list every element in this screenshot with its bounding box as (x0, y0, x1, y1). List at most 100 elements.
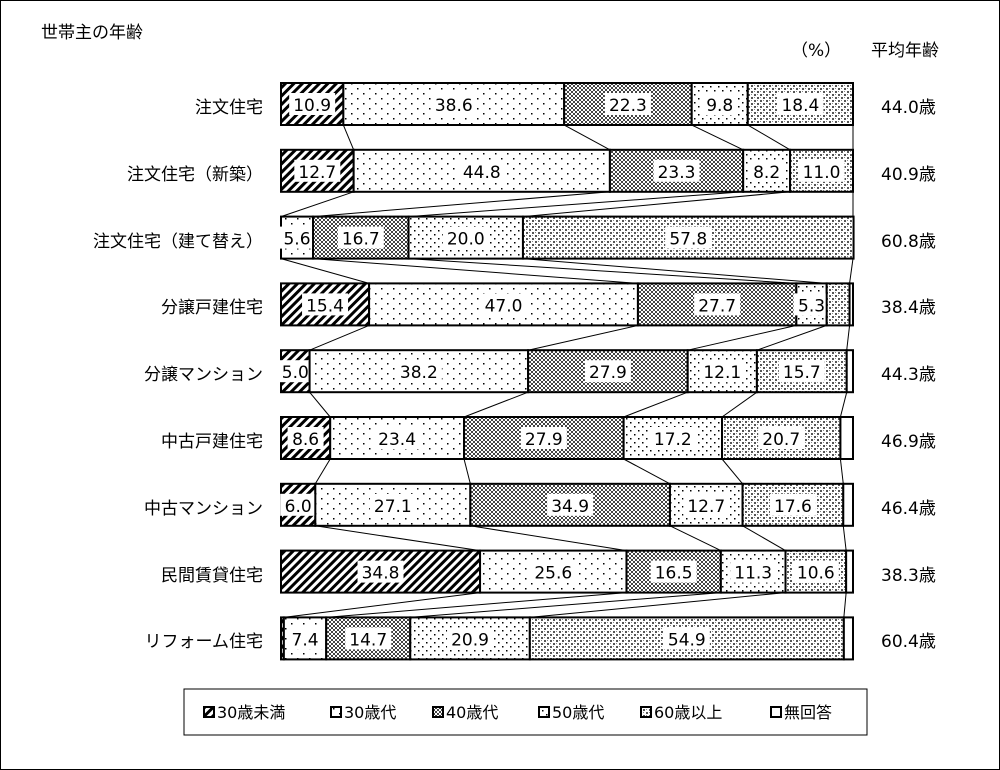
connector-line (527, 324, 639, 351)
data-label-bg (447, 627, 494, 650)
data-label: 16.5 (655, 564, 693, 584)
data-label: 17.2 (654, 430, 692, 450)
bar-segment (352, 148, 611, 193)
data-label: 27.9 (589, 363, 627, 383)
bar-segment (839, 416, 855, 460)
data-label-bg (289, 93, 336, 115)
data-label-bg (653, 159, 700, 182)
data-label: 47.0 (485, 296, 523, 316)
data-label-bg (792, 560, 839, 583)
data-label: 9.8 (706, 96, 733, 116)
data-label-bg (730, 560, 777, 583)
data-label: 5.6 (283, 230, 310, 250)
data-label-bg (458, 159, 505, 182)
connector-line (687, 324, 797, 351)
connector-line (563, 124, 611, 151)
average-age-value: 38.3歳 (881, 565, 936, 586)
data-label: 44.8 (463, 163, 501, 183)
data-label: 54.9 (668, 630, 706, 650)
data-label: 27.1 (374, 497, 412, 517)
legend-swatch (538, 706, 550, 718)
data-label: 23.3 (658, 163, 696, 183)
connector-line (843, 592, 847, 618)
category-label: 分譲戸建住宅 (161, 298, 263, 319)
data-label-bg (374, 427, 421, 449)
connector-line (849, 258, 854, 284)
connector-line (280, 258, 370, 284)
category-label: 注文住宅（新築） (127, 164, 263, 185)
data-label-bg (694, 293, 741, 316)
data-label: 15.4 (306, 296, 344, 316)
connector-line (326, 592, 627, 618)
average-age-value: 44.3歳 (881, 365, 936, 386)
bar-segment (825, 282, 851, 327)
connector-line (283, 592, 481, 618)
data-label-bg (395, 360, 442, 383)
data-label-bg (430, 93, 477, 115)
connector-line (623, 391, 688, 418)
connector-line (846, 325, 851, 351)
data-label: 25.6 (534, 564, 572, 584)
connector-line (280, 191, 354, 218)
data-label-bg (683, 493, 730, 516)
category-label: 民間賃貸住宅 (161, 565, 263, 586)
data-label-bg (777, 93, 824, 115)
connector-line (742, 525, 786, 552)
unit-label: （%） (791, 41, 842, 61)
category-label: 注文住宅（建て替え） (93, 231, 263, 252)
data-label: 38.6 (435, 96, 473, 116)
connector-line (623, 458, 671, 485)
data-label: 22.3 (609, 96, 647, 116)
connector-line (756, 324, 827, 351)
legend-entry: 50歳代 (552, 703, 604, 722)
data-label-bg (337, 226, 384, 249)
data-label: 57.8 (669, 230, 707, 250)
bar-segment (314, 482, 472, 527)
data-label: 20.0 (447, 230, 485, 250)
category-label: リフォーム住宅 (144, 632, 264, 653)
connector-line (314, 458, 331, 485)
average-age-value: 46.4歳 (881, 498, 936, 519)
data-label-bg (520, 427, 567, 449)
legend-entry: 60歳以上 (654, 703, 722, 722)
data-label-bg (442, 226, 489, 249)
data-label: 11.3 (734, 564, 772, 584)
data-label: 15.7 (783, 363, 821, 383)
legend-swatch (330, 706, 342, 718)
data-label-bg (650, 560, 697, 583)
data-label-bg (345, 627, 392, 650)
data-label: 10.6 (797, 564, 835, 584)
data-label-bg (279, 226, 316, 249)
data-label-bg (294, 159, 341, 182)
data-label-bg (758, 427, 805, 449)
connector-line (342, 124, 355, 150)
data-label: 6.0 (285, 497, 312, 517)
data-label-bg (302, 293, 349, 316)
legend-box (183, 688, 868, 736)
connector-line (839, 392, 848, 418)
bar-segment (845, 349, 855, 394)
average-age-value: 44.0歳 (881, 98, 936, 118)
category-label: 分譲マンション (144, 365, 263, 386)
data-label: 12.7 (687, 497, 725, 517)
bar-segment (842, 482, 855, 527)
data-label-bg (798, 159, 845, 182)
average-age-value: 38.4歳 (881, 298, 936, 319)
category-label: 注文住宅 (195, 98, 263, 118)
connector-line (747, 124, 791, 151)
connector-line (309, 391, 331, 418)
connector-line (691, 124, 744, 151)
data-label: 12.1 (703, 363, 741, 383)
average-age-value: 60.8歳 (881, 231, 936, 252)
data-label-bg (547, 493, 594, 516)
bar-segment (848, 282, 854, 327)
data-label-bg (369, 493, 416, 516)
data-label: 8.2 (753, 163, 780, 183)
bar-segment (842, 616, 855, 661)
category-label: 中古戸建住宅 (161, 432, 263, 452)
data-label: 34.8 (362, 564, 400, 584)
average-age-value: 60.4歳 (881, 632, 936, 653)
data-label-bg (699, 360, 746, 383)
